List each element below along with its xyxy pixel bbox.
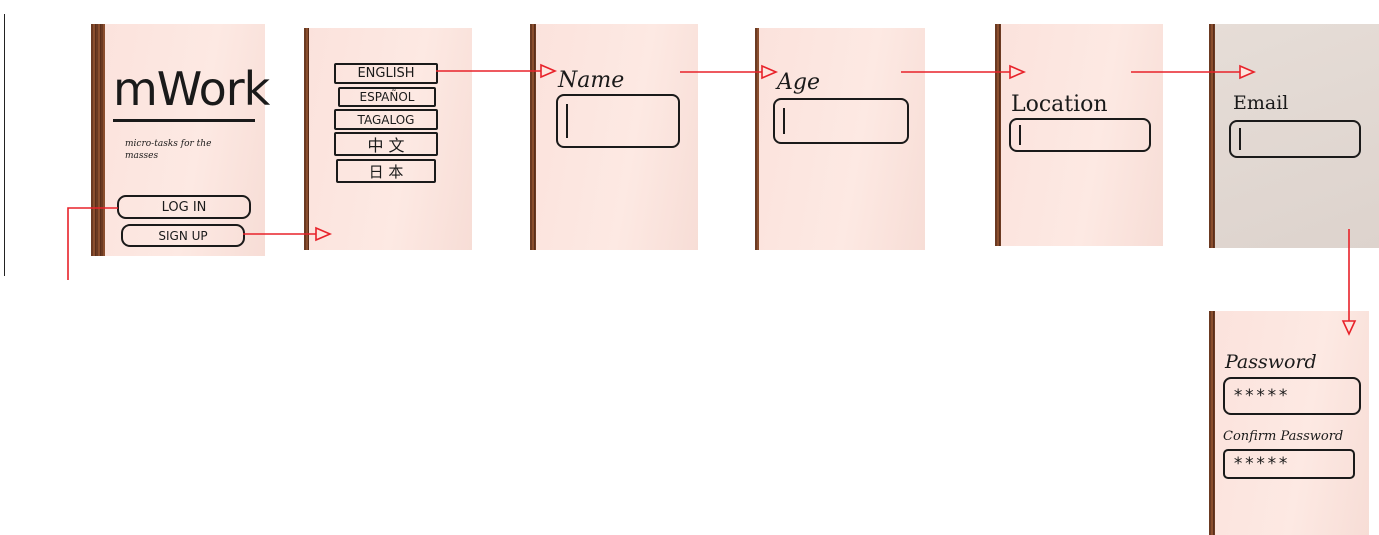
age-arrowhead	[1010, 66, 1024, 78]
name-arrowhead	[762, 66, 776, 78]
email-arrowhead	[1343, 321, 1355, 334]
signup-arrowhead	[316, 228, 330, 240]
login-flow-line	[68, 208, 118, 280]
english-arrowhead	[541, 65, 555, 77]
location-arrowhead	[1240, 66, 1254, 78]
